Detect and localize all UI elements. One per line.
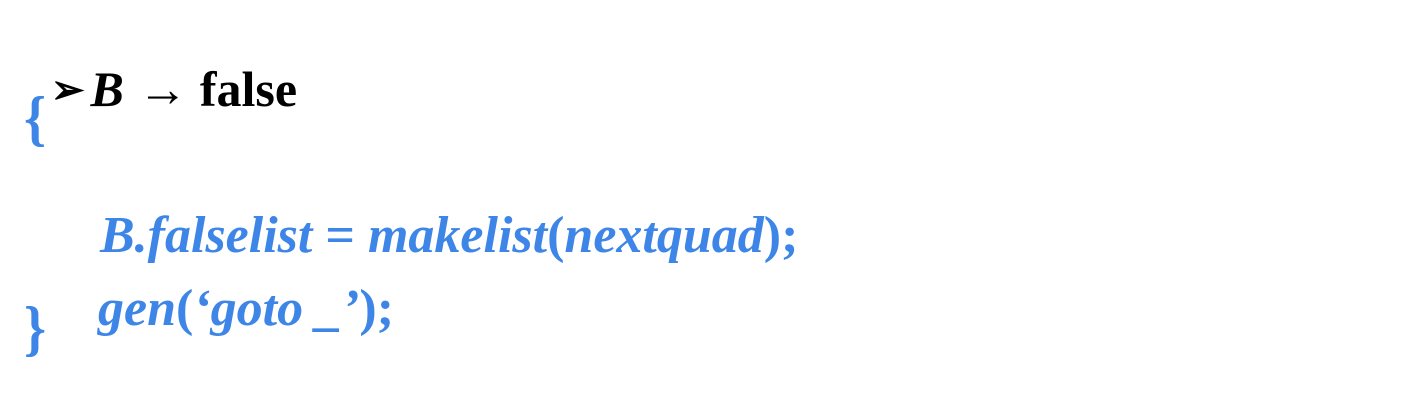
falselist-target: B.falselist xyxy=(100,207,313,264)
close-paren-semicolon: ); xyxy=(763,207,799,264)
close-paren-semicolon: ); xyxy=(359,280,395,337)
open-brace: { xyxy=(24,84,47,153)
nextquad-argument: nextquad xyxy=(564,207,764,264)
gen-function: gen xyxy=(98,280,176,337)
open-paren: ( xyxy=(176,280,194,337)
arrowhead-bullet-icon: ➢ xyxy=(51,67,85,112)
production-heading: ➢B→false xyxy=(26,14,297,114)
makelist-function: makelist xyxy=(367,207,548,264)
production-body: false xyxy=(199,61,298,117)
open-paren: ( xyxy=(547,207,565,264)
nonterminal-symbol: B xyxy=(90,61,124,117)
production-arrow: → xyxy=(137,61,188,117)
code-statement-gen: gen(‘goto _’); xyxy=(72,231,394,335)
assign-operator: = xyxy=(312,207,368,264)
goto-argument: ‘goto _’ xyxy=(193,280,360,337)
close-brace: } xyxy=(24,294,47,363)
code-statement-falselist: B.falselist = makelist(nextquad); xyxy=(74,158,798,262)
